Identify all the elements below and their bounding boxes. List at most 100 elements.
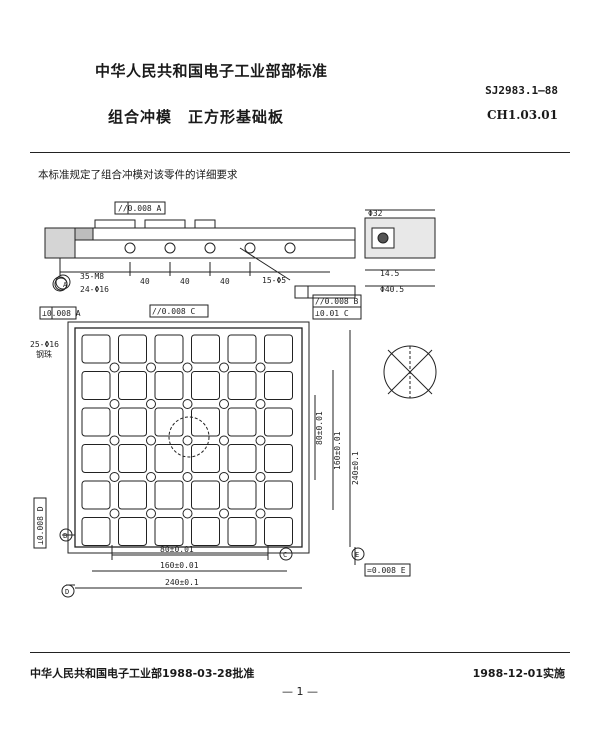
tol-label-a: ⊥0.008 A <box>42 309 81 318</box>
plate-pocket <box>118 517 147 546</box>
plate-pocket <box>227 334 257 364</box>
plate-hole <box>255 472 266 482</box>
plate-pocket <box>81 407 111 437</box>
standard-number: SJ2983.1—88 <box>485 84 558 97</box>
plate-pocket <box>118 334 147 364</box>
plate-pocket <box>227 480 257 510</box>
plate-hole <box>182 472 193 482</box>
dim-80-v: 80±0.01 <box>315 411 324 445</box>
plate-pocket <box>191 407 220 437</box>
plate-hole <box>182 399 193 409</box>
datum-a-label: A <box>63 281 68 289</box>
plate-grid <box>81 334 293 546</box>
datum-e-marker <box>351 547 365 561</box>
plate-pocket <box>264 444 293 473</box>
effective-date: 1988-12-01实施 <box>472 667 565 680</box>
plate-pocket <box>227 371 257 400</box>
h3-label: Φ40.5 <box>380 285 404 294</box>
horizontal-dimensions <box>75 545 302 589</box>
plate-hole <box>219 508 229 519</box>
plate-hole <box>109 472 120 482</box>
hole-label: 24-Φ16 <box>80 285 109 294</box>
plate-hole <box>146 362 156 373</box>
plate-hole <box>219 435 229 446</box>
datum-e-label: E <box>355 551 359 559</box>
dim-40-1: 40 <box>140 277 150 286</box>
plate-pocket <box>264 480 293 510</box>
plate-pocket <box>154 371 184 400</box>
intro-text: 本标准规定了组合冲模对该零件的详细要求 <box>38 169 238 181</box>
plate-hole <box>219 399 229 409</box>
plate-hole <box>109 399 120 409</box>
datum-c-marker <box>279 547 293 561</box>
phi32-label: Φ32 <box>368 209 383 218</box>
plate-pocket <box>154 517 184 546</box>
plate-pocket <box>191 371 220 400</box>
tol-frame-d <box>33 497 47 549</box>
part-code: CH1.03.01 <box>487 108 558 122</box>
plate-pocket <box>118 371 147 400</box>
plate-pocket <box>191 334 220 364</box>
thread-label: 35-M8 <box>80 272 104 281</box>
plate-hole <box>255 362 266 373</box>
plate-pocket <box>227 444 257 473</box>
plate-pocket <box>264 371 293 400</box>
plate-hole <box>146 435 156 446</box>
plate-hole <box>146 399 156 409</box>
plate-hole <box>182 362 193 373</box>
tol-label-c: //0.008 C <box>152 307 196 316</box>
plate-pocket <box>154 480 184 510</box>
datum-d-label: D <box>65 588 69 596</box>
plate-hole <box>146 508 156 519</box>
plate-pocket <box>118 407 147 437</box>
plate-hole <box>219 362 229 373</box>
plate-pocket <box>191 517 220 546</box>
page-title: 组合冲模 正方形基础板 <box>108 108 285 126</box>
dim-80-h: 80±0.01 <box>160 545 194 554</box>
slot-label: 15-Φ5 <box>262 276 286 285</box>
approval-text: 中华人民共和国电子工业部1988-03-28批准 <box>30 667 255 680</box>
plate-hole <box>146 472 156 482</box>
footer-rule <box>30 652 570 653</box>
plate-pocket <box>264 334 293 364</box>
note-holes2: 钢珠 <box>36 349 52 359</box>
plate-pocket <box>227 517 257 546</box>
plate-pocket <box>154 407 184 437</box>
plate-hole <box>109 362 120 373</box>
plate-pocket <box>227 407 257 437</box>
plate-hole <box>219 472 229 482</box>
header-rule <box>30 152 570 153</box>
section-view <box>44 201 356 299</box>
detail-view <box>383 345 437 399</box>
h1-label: 14.5 <box>380 269 399 278</box>
plate-hole <box>182 435 193 446</box>
tol-label-c2: ⊥0.01 C <box>315 309 349 318</box>
tol-label-e: =0.008 E <box>367 566 406 575</box>
datum-c-label: C <box>283 551 287 559</box>
side-view <box>364 209 436 287</box>
dim-240-h: 240±0.1 <box>165 578 199 587</box>
detail-circle <box>168 416 210 458</box>
plate-hole <box>255 435 266 446</box>
tol-frame-c <box>149 304 209 318</box>
plate-pocket <box>264 517 293 546</box>
plate-pocket <box>81 517 111 546</box>
plate-pocket <box>81 444 111 473</box>
plate-hole <box>255 399 266 409</box>
tol-label-d: ⊥0.008 D <box>36 506 45 545</box>
dim-240-v: 240±0.1 <box>351 451 360 485</box>
dim-160-h: 160±0.01 <box>160 561 199 570</box>
plate-hole <box>109 508 120 519</box>
plate-pocket <box>154 334 184 364</box>
tol-label-flat: //0.008 A <box>118 204 162 213</box>
plate-hole <box>109 435 120 446</box>
plate-pocket <box>81 371 111 400</box>
plate-pocket <box>118 480 147 510</box>
dim-40-3: 40 <box>220 277 230 286</box>
plate-hole <box>255 508 266 519</box>
vertical-dimensions <box>314 330 356 565</box>
dim-40-2: 40 <box>180 277 190 286</box>
plate-pocket <box>191 480 220 510</box>
datum-b-label: B <box>63 532 67 540</box>
tol-frame-c2 <box>312 306 362 320</box>
